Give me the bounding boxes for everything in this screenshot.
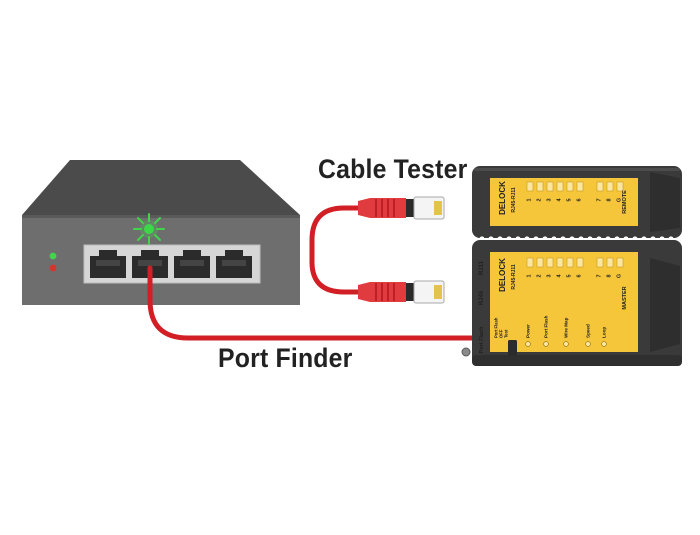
test-loop-cable — [309, 205, 365, 295]
master-status-led — [543, 341, 549, 347]
remote-pin-led — [556, 181, 564, 192]
remote-pin-label: 5 — [567, 198, 573, 201]
remote-pin-led — [576, 181, 584, 192]
status-led-red — [49, 264, 57, 272]
switch-port — [174, 250, 210, 278]
master-pin-led — [576, 257, 584, 268]
remote-pin-label: G — [617, 198, 623, 202]
master-pin-led — [606, 257, 614, 268]
remote-brand: DELOCK — [498, 181, 507, 215]
master-pin-label: 3 — [547, 274, 553, 277]
remote-pin-label: 2 — [537, 198, 543, 201]
remote-model: RJ45-RJ11 — [511, 187, 517, 213]
cable-tester-caption: Cable Tester — [318, 154, 468, 184]
switch-port-active — [132, 250, 168, 278]
master-status-label: Power — [526, 324, 531, 338]
remote-pin-label: 4 — [557, 198, 563, 202]
master-status-led — [585, 341, 591, 347]
remote-pin-led — [536, 181, 544, 192]
green-starburst-icon — [133, 213, 165, 245]
remote-face — [490, 178, 638, 226]
master-pin-led — [546, 257, 554, 268]
remote-pin-label: 6 — [577, 198, 583, 201]
master-mode-label: Port Flash — [494, 317, 499, 338]
master-pin-label: 6 — [577, 274, 583, 277]
remote-pin-led — [566, 181, 574, 192]
master-pin-led — [536, 257, 544, 268]
remote-pin-led — [546, 181, 554, 192]
switch-port — [90, 250, 126, 278]
master-status-led — [601, 341, 607, 347]
switch-top-face — [22, 160, 300, 215]
master-pin-label: 1 — [527, 274, 533, 277]
master-status-label: Wire Map — [564, 317, 569, 338]
remote-pin-led-group: 1 2 3 4 5 6 7 8 G — [526, 181, 624, 202]
master-name: MASTER — [622, 286, 628, 309]
port-finder-caption: Port Finder — [218, 343, 353, 373]
remote-pin-label: 3 — [547, 198, 553, 201]
master-status-label: Loop — [602, 327, 607, 338]
rj45-plug-upper — [358, 196, 445, 220]
port-finder-cable — [147, 265, 487, 341]
master-tester-unit: 1 2 3 4 5 6 7 8 G RJ11 RJ45 Port Flash DELOCK RJ… — [461, 240, 682, 366]
switch-port — [216, 250, 252, 278]
master-pin-led — [556, 257, 564, 268]
master-mode-switch[interactable] — [508, 340, 517, 356]
master-pin-label: 8 — [607, 274, 613, 277]
remote-pin-led — [606, 181, 614, 192]
master-pin-led — [526, 257, 534, 268]
master-mode-label: OFF — [499, 329, 504, 338]
master-status-label: Speed — [586, 324, 591, 338]
switch-front-edge — [22, 215, 300, 218]
status-led-green — [49, 252, 57, 260]
master-pin-label: 5 — [567, 274, 573, 277]
master-port-flash-label: Port Flash — [479, 326, 485, 354]
remote-pin-label: 1 — [527, 198, 533, 201]
master-pin-led — [616, 257, 624, 268]
master-status-label: Port Flash — [544, 315, 549, 338]
master-brand: DELOCK — [498, 258, 507, 292]
remote-name: REMOTE — [622, 190, 628, 214]
remote-pin-label: 7 — [597, 198, 603, 201]
master-face — [490, 252, 638, 352]
master-mode-label: Test — [504, 329, 509, 338]
master-pin-led — [566, 257, 574, 268]
master-status-led — [563, 341, 569, 347]
master-pin-led-group: 1 2 3 4 5 6 7 8 G — [526, 257, 624, 278]
master-pin-label: 7 — [597, 274, 603, 277]
remote-pin-led — [616, 181, 624, 192]
master-status-led — [525, 341, 531, 347]
master-connector-hole — [461, 347, 471, 357]
master-pin-label: 4 — [557, 274, 563, 278]
master-model: RJ45-RJ11 — [511, 264, 517, 290]
master-pin-label: 2 — [537, 274, 543, 277]
master-port-rj11-label: RJ11 — [479, 260, 485, 275]
master-port-rj45-label: RJ45 — [479, 290, 485, 305]
master-status-led-group: Power Port Flash Wire Map Speed Loop — [525, 315, 607, 347]
network-switch — [22, 160, 300, 305]
master-pin-led — [596, 257, 604, 268]
remote-pin-label: 8 — [607, 198, 613, 201]
master-pin-label: G — [617, 274, 623, 278]
remote-tester-unit: 1 2 3 4 5 6 7 8 G DELOCK RJ45-RJ11 REMOTE — [472, 166, 682, 242]
rj45-plug-lower — [358, 280, 445, 304]
remote-pin-led — [526, 181, 534, 192]
remote-pin-led — [596, 181, 604, 192]
